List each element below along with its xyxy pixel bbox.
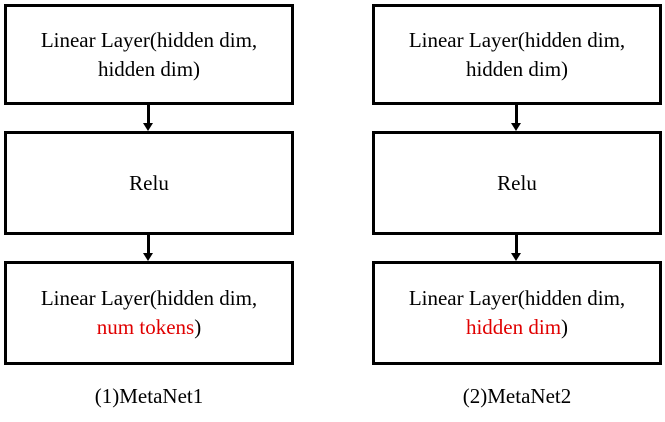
metanet2-linear-layer-1: Linear Layer(hidden dim, hidden dim) <box>372 4 662 105</box>
metanet1-linear-layer-1: Linear Layer(hidden dim, hidden dim) <box>4 4 294 105</box>
metanet2-linear-layer-1-line2: hidden dim) <box>465 56 569 81</box>
metanet1-arrow-2 <box>143 235 153 261</box>
metanet1-linear-layer-2: Linear Layer(hidden dim, num tokens) <box>4 261 294 365</box>
metanet1-linear-layer-2-line1: Linear Layer(hidden dim, <box>40 286 258 310</box>
metanet2-caption: (2)MetaNet2 <box>462 384 572 408</box>
metanet2-output-dim-highlight: hidden dim <box>465 315 562 339</box>
metanet1-relu-box: Relu <box>4 131 294 235</box>
metanet1-linear-layer-1-line1: Linear Layer(hidden dim, <box>40 27 258 52</box>
metanet1-caption: (1)MetaNet1 <box>94 384 204 408</box>
metanet2-linear-layer-2-line2: hidden dim) <box>466 313 568 342</box>
metanet2-arrow-1 <box>511 105 521 131</box>
metanet1-linear-layer-2-close-paren: ) <box>194 315 202 339</box>
metanet2-relu-label: Relu <box>497 170 537 195</box>
metanet1-linear-layer-1-line2: hidden dim) <box>97 56 201 81</box>
metanet2-linear-layer-2: Linear Layer(hidden dim, hidden dim) <box>372 261 662 365</box>
metanet1-arrow-1 <box>143 105 153 131</box>
metanet1-output-dim-highlight: num tokens <box>96 315 195 339</box>
metanet2-linear-layer-1-line1: Linear Layer(hidden dim, <box>408 27 626 52</box>
metanet2-arrow-2 <box>511 235 521 261</box>
metanet1-linear-layer-2-line2: num tokens) <box>97 313 201 342</box>
metanet2-linear-layer-2-line1: Linear Layer(hidden dim, <box>408 286 626 310</box>
metanet1-relu-label: Relu <box>129 170 169 195</box>
metanet2-linear-layer-2-close-paren: ) <box>561 315 569 339</box>
metanet2-relu-box: Relu <box>372 131 662 235</box>
